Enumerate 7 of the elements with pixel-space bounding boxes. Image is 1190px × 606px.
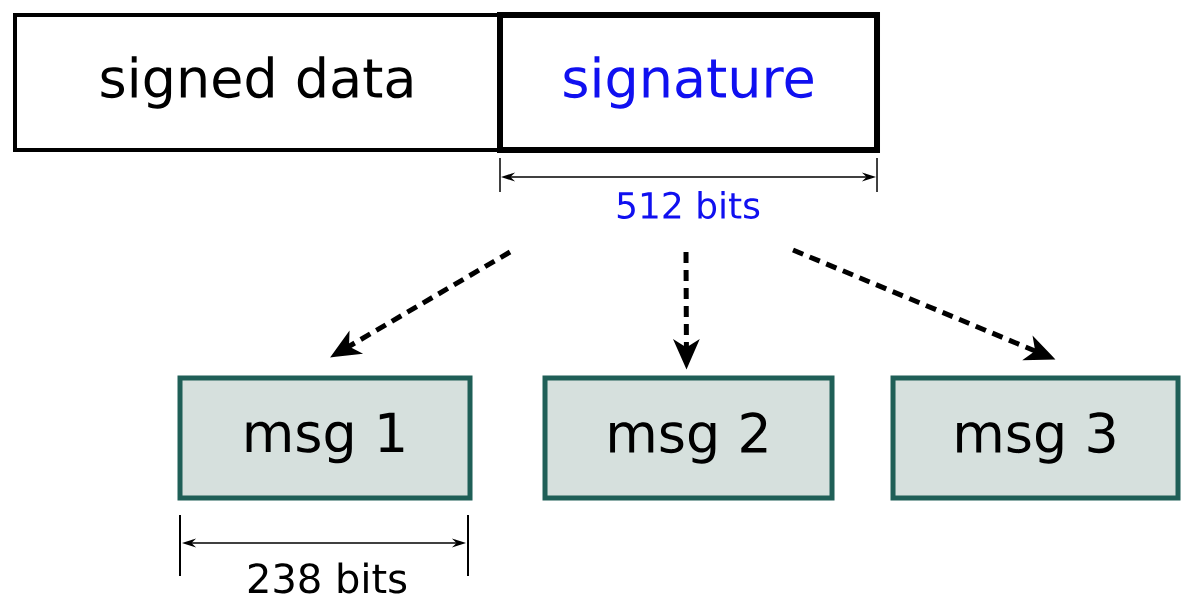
signature-box: signature <box>497 12 880 153</box>
message-box: msg 1 <box>177 375 473 501</box>
message-box: msg 2 <box>542 375 835 501</box>
dimension-label: 512 bits <box>617 191 760 219</box>
dimension-label: 238 bits <box>248 562 407 594</box>
record-field-box: signed data <box>13 13 502 152</box>
message-box: msg 3 <box>890 375 1181 501</box>
